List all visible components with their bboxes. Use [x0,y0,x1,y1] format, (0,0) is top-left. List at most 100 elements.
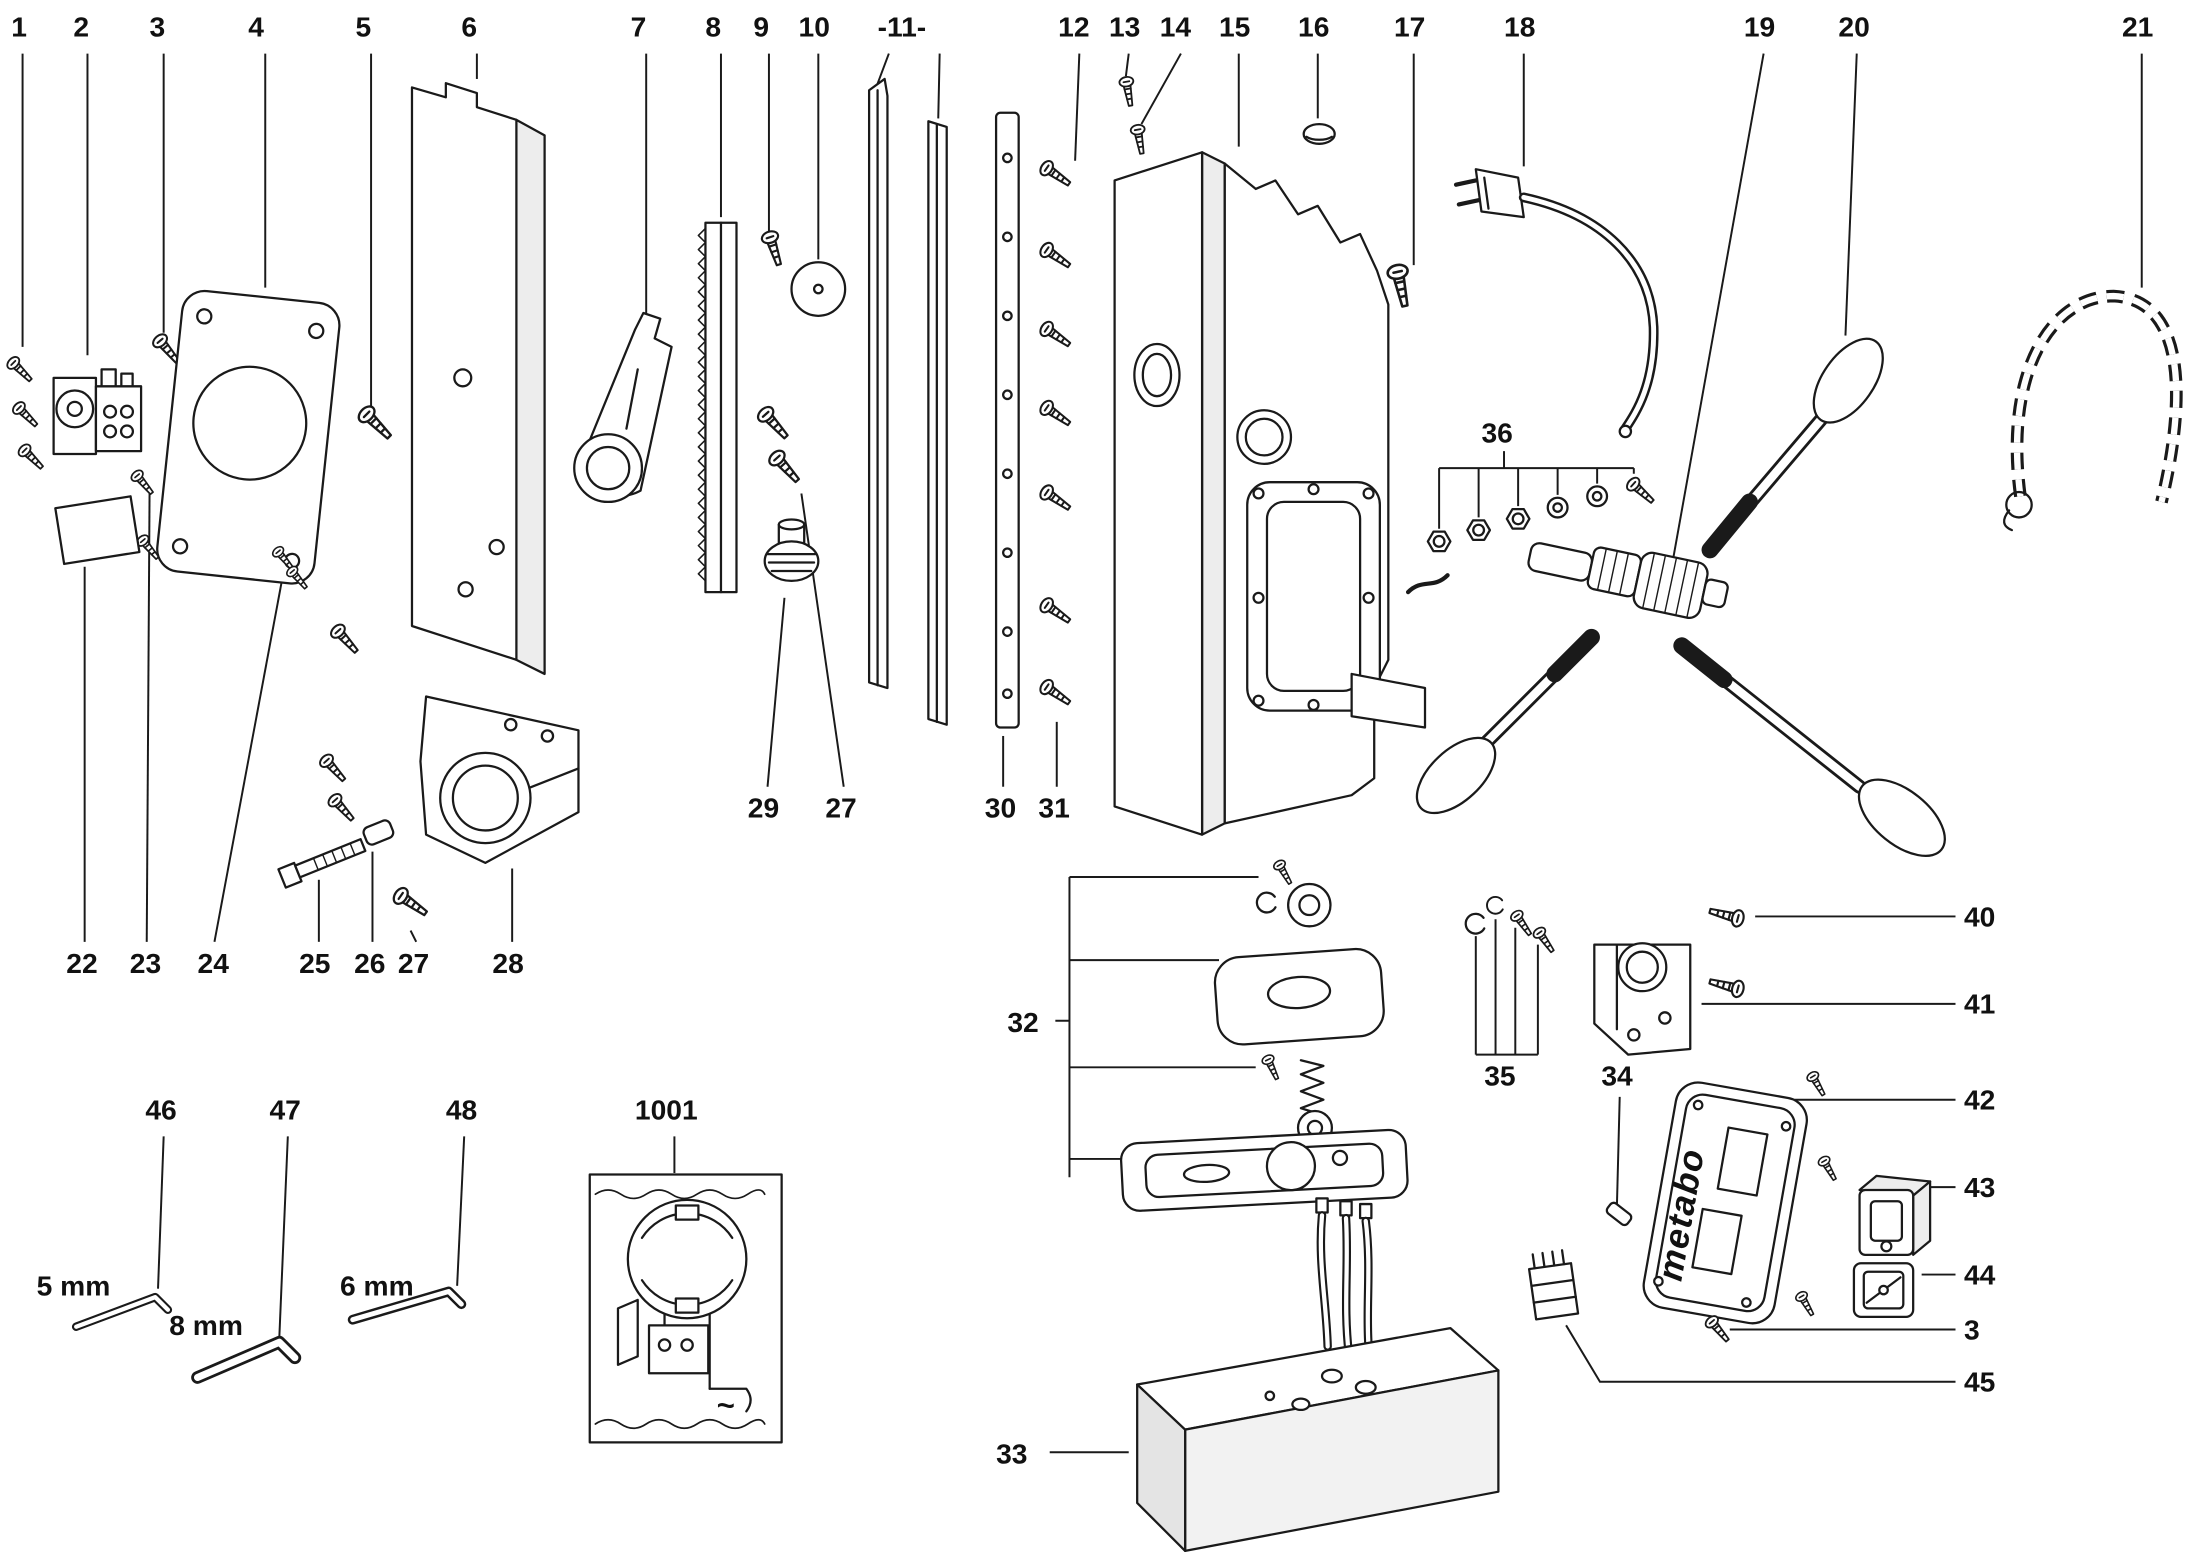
part-46-hex-key-5mm [71,1292,173,1331]
part-17-screw [1385,261,1417,310]
part-41-bracket [1593,942,1692,1056]
callout-13: 13 [1109,11,1140,43]
callout-33: 33 [996,1437,1027,1469]
part-27-screws-upper [754,402,805,488]
callout-24: 24 [198,947,230,979]
size-label-5mm: 5 mm [37,1270,111,1302]
part-11-guide-strips [867,77,948,726]
callout-21: 21 [2122,11,2153,43]
callout-2: 2 [73,11,89,43]
part-30-clamp-strip [994,111,1020,729]
part-2-pump [52,368,164,564]
part-27-screw-lower [389,884,432,922]
part-4-gasket-plate [156,289,341,585]
callout-48: 48 [446,1093,477,1125]
part-25-bolt [277,838,367,889]
part-32-magnet-assembly [1119,857,1409,1212]
callout-1001: 1001 [635,1093,698,1125]
callout-32: 32 [1007,1006,1038,1038]
callout-41: 41 [1964,988,1995,1020]
part-48-hex-key-6mm [347,1286,467,1325]
part-8-gear-rack [697,221,738,594]
callout-5: 5 [356,11,372,43]
callout-30: 30 [985,792,1016,824]
part-12-31-screws [1036,157,1075,711]
part-19-hub-and-handles [1415,337,1946,858]
part-43-switch [1858,1174,1932,1256]
callout-43: 43 [1964,1171,1995,1203]
callout-31: 31 [1038,792,1069,824]
callout-47: 47 [269,1093,300,1125]
part-28-motor-bracket [419,695,580,864]
part-24-screws [269,543,364,826]
callout-46: 46 [145,1093,176,1125]
callout-1: 1 [11,11,27,43]
part-22-sticker [54,495,141,566]
callout-27: 27 [398,947,429,979]
callout-44: 44 [1964,1258,1996,1290]
part-10-cover-disc [790,261,847,317]
part-9-screw [759,228,788,269]
part-29-threaded-plug [763,518,820,583]
part-21-chain [2003,289,2183,532]
part-40-screws [1706,901,1747,1000]
leader-lines [21,53,2143,1454]
callout-40: 40 [1964,900,1995,932]
part-26-spacer [362,819,395,846]
callout-35: 35 [1484,1060,1515,1092]
part-34-pin [1605,1201,1633,1227]
part-1-screws [4,353,48,474]
callout-17: 17 [1394,11,1425,43]
callout-labels: 1 2 3 4 5 6 7 8 9 10 -11- 12 13 14 15 16… [11,11,2153,1470]
callout-42: 42 [1964,1084,1995,1116]
callout-4: 4 [248,11,264,43]
callout-16: 16 [1298,11,1329,43]
callout-14: 14 [1160,11,1192,43]
callout-45: 45 [1964,1366,1995,1398]
part-16-plug-cap [1302,122,1336,145]
part-20-handle-knob [1812,337,1884,424]
callout-36: 36 [1481,417,1512,449]
callout-34: 34 [1601,1060,1633,1092]
callout-19: 19 [1744,11,1775,43]
part-18-power-cord [1453,168,1659,439]
callout-3b: 3 [1964,1313,1980,1345]
hub-body [1527,542,1729,619]
part-15-housing [1113,151,1450,836]
callout-26: 26 [354,947,385,979]
callout-27b: 27 [825,792,856,824]
callout-22: 22 [66,947,97,979]
callout-10: 10 [799,11,830,43]
callout-18: 18 [1504,11,1535,43]
part-47-hex-key-8mm [191,1335,302,1384]
part-36-fasteners [1426,474,1659,553]
part-6-column-plate [410,82,546,676]
part-45-terminal-block [1527,1249,1580,1321]
ac-symbol: ~ [717,1388,735,1423]
callout-8: 8 [705,11,721,43]
handle-knob-left [1415,736,1497,815]
callout-6: 6 [461,11,477,43]
callout-29: 29 [748,792,779,824]
part-7-clamp-lever [573,311,673,504]
callout-7: 7 [631,11,647,43]
callout-25: 25 [299,947,330,979]
part-1001-wiring-diagram: ~ [588,1173,783,1444]
callout-9: 9 [753,11,769,43]
part-35-fasteners [1464,895,1559,956]
callout-20: 20 [1838,11,1869,43]
size-label-6mm: 6 mm [340,1270,414,1302]
handle-knob-right [1857,778,1946,858]
part-5-screw [354,402,397,445]
callout-12: 12 [1058,11,1089,43]
callout-28: 28 [492,947,523,979]
callout-11: -11- [878,11,927,43]
part-13-14-screws [1117,74,1150,156]
callout-3: 3 [150,11,166,43]
part-44-rocker-switch [1852,1262,1915,1318]
size-label-8mm: 8 mm [169,1309,243,1341]
callout-23: 23 [130,947,161,979]
part-42-cover-plate: metabo [1642,1069,1841,1325]
